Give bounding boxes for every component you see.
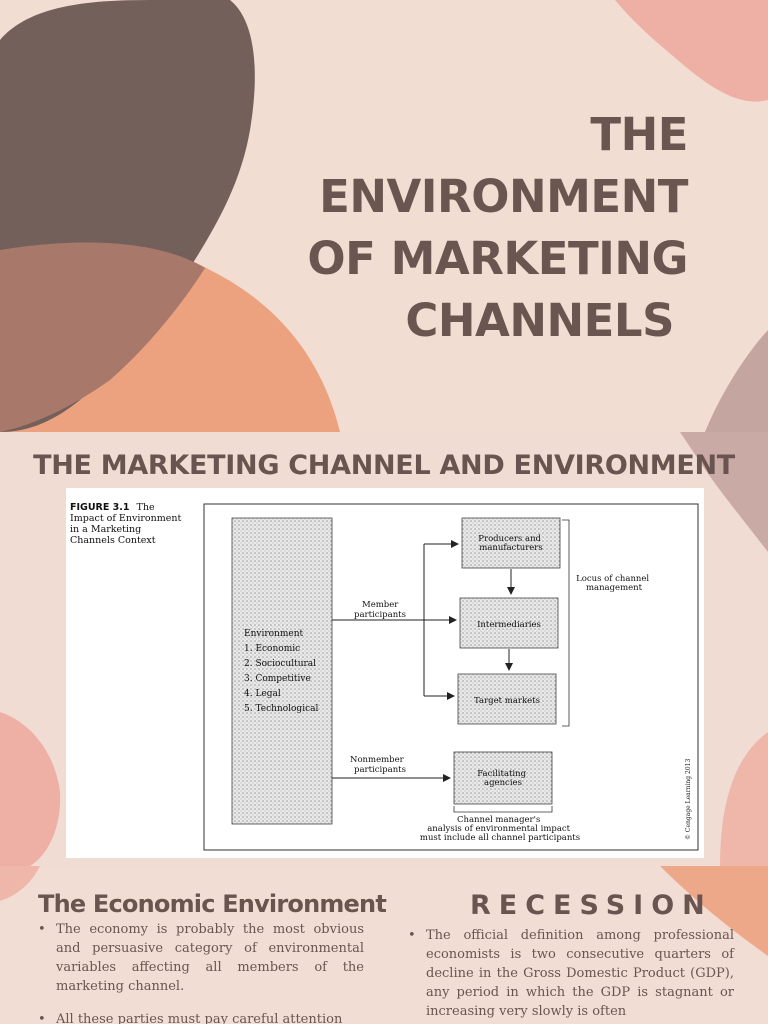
mauve-blob-right	[680, 432, 768, 552]
environment-item: 5. Technological	[244, 704, 318, 714]
figure-environment-impact: FIGURE 3.1 The Impact of Environment in …	[66, 488, 704, 858]
bottom-note: Channel manager's analysis of environmen…	[420, 815, 580, 843]
figure-caption: FIGURE 3.1 The Impact of Environment in …	[70, 502, 184, 546]
peach-blob-top-right	[660, 866, 768, 956]
environment-box	[231, 517, 333, 825]
pink-blob-right-bottom	[720, 732, 768, 866]
decorative-blobs	[0, 866, 768, 956]
title-line: THE	[590, 108, 688, 161]
economic-environment-heading: The Economic Environment	[38, 890, 387, 918]
decorative-blobs	[0, 0, 768, 432]
bullet-text: The official definition among profession…	[426, 928, 734, 1019]
producers-box	[461, 517, 561, 569]
title-line: CHANNELS	[405, 294, 674, 347]
bullet-icon: •	[38, 1012, 46, 1024]
environment-item: 4. Legal	[244, 689, 281, 699]
bullet-text: All these parties must pay careful atten…	[56, 1012, 343, 1024]
caption-line: Channels Context	[70, 535, 156, 546]
presentation-title: THE ENVIRONMENT OF MARKETING CHANNELS	[307, 104, 688, 352]
slide-title: THE MARKETING CHANNEL AND ENVIRONMENT	[33, 450, 735, 481]
facilitating-box	[453, 751, 553, 805]
caption-line: in a Marketing	[70, 524, 141, 535]
bullet-text: The economy is probably the most obvious…	[56, 922, 364, 994]
figure-diagram: FIGURE 3.1 The Impact of Environment in …	[70, 502, 699, 851]
overlap-blob	[0, 242, 205, 432]
bottom-bracket	[453, 806, 553, 813]
pink-blob-left	[0, 866, 40, 901]
diagram-slide: THE MARKETING CHANNEL AND ENVIRONMENT FI…	[0, 432, 768, 866]
caption-line: Impact of Environment	[70, 513, 182, 524]
copyright-text: © Cengage Learning 2013	[685, 759, 692, 840]
environment-item: 1. Economic	[244, 644, 300, 654]
recession-heading: RECESSION	[470, 890, 713, 921]
bullet-icon: •	[38, 922, 46, 937]
locus-label: Locus of channel management	[576, 574, 652, 593]
facilitating-label: Facilitating agencies	[477, 769, 529, 788]
environment-item: 2. Sociocultural	[244, 659, 316, 669]
member-label: Member participants	[354, 600, 406, 620]
pink-blob-top-right	[615, 0, 768, 102]
producers-label: Producers and manufacturers	[478, 534, 543, 553]
bullet-icon: •	[408, 928, 416, 943]
locus-bracket	[562, 519, 570, 727]
list-item: • All these parties must pay careful atte…	[36, 1010, 364, 1024]
intermediaries-label: Intermediaries	[477, 620, 541, 630]
target-markets-label: Target markets	[474, 696, 540, 706]
mauve-blob-right	[705, 330, 768, 432]
caption-line: The	[137, 502, 155, 513]
pink-blob-left	[0, 712, 61, 866]
figure-frame	[203, 503, 699, 851]
environment-item: 3. Competitive	[244, 674, 311, 684]
environment-label: Environment	[244, 629, 304, 639]
economic-bullets: • The economy is probably the most obviou…	[36, 920, 364, 1024]
list-item: • The economy is probably the most obviou…	[36, 920, 364, 996]
title-line: OF MARKETING	[307, 232, 688, 285]
target-markets-box	[457, 673, 557, 725]
recession-bullets: • The official definition among professio…	[406, 926, 734, 1024]
intermediaries-box	[459, 597, 559, 649]
content-slide: The Economic Environment RECESSION • The …	[0, 866, 768, 1024]
nonmember-label: Nonmember participants	[350, 755, 406, 775]
list-item: • The official definition among professio…	[406, 926, 734, 1021]
title-slide: THE ENVIRONMENT OF MARKETING CHANNELS	[0, 0, 768, 432]
figure-label: FIGURE 3.1	[70, 502, 129, 513]
title-line: ENVIRONMENT	[319, 170, 688, 223]
decorative-blobs	[0, 432, 768, 866]
